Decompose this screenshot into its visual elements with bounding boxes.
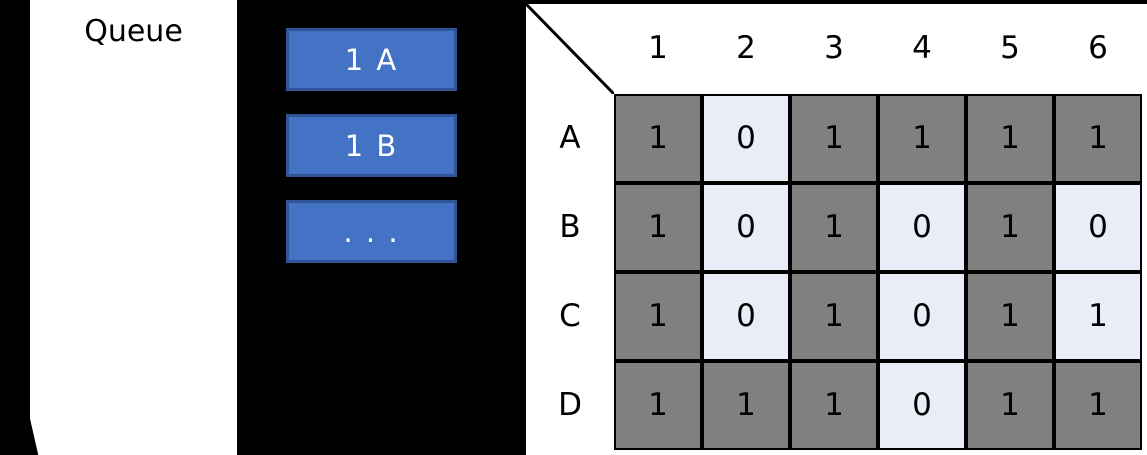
matrix-row-header-B: B [559, 209, 581, 245]
matrix-col-header-1: 1 [648, 30, 668, 66]
matrix-cell-B-6[interactable]: 0 [1054, 183, 1142, 272]
matrix-row-header-D: D [558, 387, 582, 423]
matrix-cell-A-1[interactable]: 1 [614, 94, 702, 183]
matrix-cell-B-2[interactable]: 0 [702, 183, 790, 272]
matrix-cell-C-3[interactable]: 1 [790, 272, 878, 361]
matrix-cell-B-3[interactable]: 1 [790, 183, 878, 272]
matrix-cell-D-4[interactable]: 0 [878, 361, 966, 450]
queue-title: Queue [84, 14, 183, 49]
matrix-cell-A-6[interactable]: 1 [1054, 94, 1142, 183]
matrix-cell-B-4[interactable]: 0 [878, 183, 966, 272]
queue-item-0[interactable]: 1 A [286, 28, 457, 91]
queue-item-ellipsis[interactable]: . . . [286, 200, 457, 263]
matrix-cell-A-4[interactable]: 1 [878, 94, 966, 183]
matrix-cell-A-5[interactable]: 1 [966, 94, 1054, 183]
matrix-col-header-6: 6 [1088, 30, 1108, 66]
matrix-corner-diagonal-icon [526, 4, 614, 94]
matrix-cell-C-2[interactable]: 0 [702, 272, 790, 361]
matrix-cell-D-6[interactable]: 1 [1054, 361, 1142, 450]
queue-item-1[interactable]: 1 B [286, 114, 457, 177]
matrix-cell-A-2[interactable]: 0 [702, 94, 790, 183]
queue-panel: Queue [30, 0, 237, 455]
matrix-row-header-C: C [559, 298, 581, 334]
matrix-cell-A-3[interactable]: 1 [790, 94, 878, 183]
matrix-cell-D-3[interactable]: 1 [790, 361, 878, 450]
matrix-cell-C-5[interactable]: 1 [966, 272, 1054, 361]
matrix-col-header-5: 5 [1000, 30, 1020, 66]
matrix-cell-C-6[interactable]: 1 [1054, 272, 1142, 361]
matrix-cell-D-5[interactable]: 1 [966, 361, 1054, 450]
matrix-cell-D-1[interactable]: 1 [614, 361, 702, 450]
matrix-cell-B-1[interactable]: 1 [614, 183, 702, 272]
matrix-cell-C-1[interactable]: 1 [614, 272, 702, 361]
matrix-cell-B-5[interactable]: 1 [966, 183, 1054, 272]
matrix-col-header-4: 4 [912, 30, 932, 66]
matrix-cell-D-2[interactable]: 1 [702, 361, 790, 450]
matrix-col-header-3: 3 [824, 30, 844, 66]
matrix-row-header-A: A [559, 120, 581, 156]
matrix-col-header-2: 2 [736, 30, 756, 66]
matrix-cell-C-4[interactable]: 0 [878, 272, 966, 361]
